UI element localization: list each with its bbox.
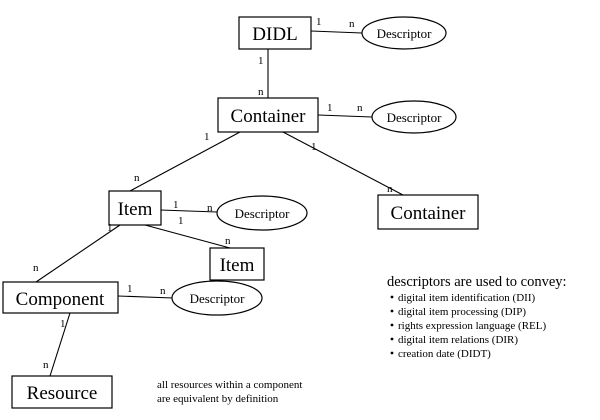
cardinality-label: n [33, 262, 39, 274]
bullet-icon [390, 351, 394, 355]
descriptor-container: Descriptor [371, 100, 457, 134]
legend-item: creation date (DIDT) [398, 348, 491, 360]
descriptor-didl: Descriptor [361, 16, 447, 50]
descriptor-label: Descriptor [235, 206, 291, 221]
cardinality-label: n [357, 102, 363, 114]
cardinality-label: n [134, 172, 140, 184]
entity-container-top: Container [217, 97, 319, 133]
entity-label: Container [231, 106, 307, 127]
entity-component: Component [2, 281, 119, 314]
descriptor-label: Descriptor [387, 110, 443, 125]
cardinality-label: 1 [107, 222, 113, 234]
legend-title: descriptors are used to convey: [387, 274, 567, 290]
entity-item-sub: Item [209, 247, 265, 281]
cardinality-label: 1 [316, 16, 322, 28]
legend: descriptors are used to convey: digital … [387, 274, 567, 360]
entity-container-right: Container [377, 194, 479, 230]
bullet-icon [390, 295, 394, 299]
entity-label: DIDL [252, 24, 297, 45]
entity-label: Item [118, 199, 153, 220]
legend-item: digital item relations (DIR) [398, 334, 518, 346]
descriptor-label: Descriptor [377, 26, 433, 41]
cardinality-label: 1 [173, 199, 179, 211]
legend-item: digital item identification (DII) [398, 292, 535, 304]
edge-container-container [282, 131, 404, 196]
edge-component-resource [49, 312, 71, 377]
edge-container-item [129, 131, 241, 192]
cardinality-label: 1 [127, 283, 133, 295]
cardinality-label: n [43, 359, 49, 371]
descriptor-component: Descriptor [171, 280, 263, 316]
cardinality-label: 1 [204, 131, 210, 143]
descriptor-label: Descriptor [190, 291, 246, 306]
cardinality-label: 1 [327, 102, 333, 114]
edge-component-descriptor [117, 295, 174, 299]
descriptor-item: Descriptor [216, 195, 308, 231]
entity-label: Resource [27, 383, 98, 404]
cardinality-label: n [258, 86, 264, 98]
footnote-line: all resources within a component [157, 379, 302, 391]
bullet-icon [390, 337, 394, 341]
entity-label: Container [391, 203, 467, 224]
entity-label: Component [16, 289, 105, 310]
edge-container-descriptor [317, 114, 373, 118]
cardinality-label: n [160, 285, 166, 297]
cardinality-label: n [225, 235, 231, 247]
bullet-icon [390, 323, 394, 327]
entity-resource: Resource [11, 375, 113, 409]
edge-didl-descriptor [310, 30, 363, 34]
edge-item-descriptor [159, 209, 218, 213]
cardinality-label: 1 [311, 141, 317, 153]
cardinality-label: 1 [178, 215, 184, 227]
cardinality-label: n [349, 18, 355, 30]
entity-label: Item [220, 255, 255, 276]
entity-didl: DIDL [238, 16, 312, 50]
cardinality-label: n [207, 202, 213, 214]
cardinality-label: 1 [60, 318, 66, 330]
legend-item: rights expression language (REL) [398, 320, 546, 332]
legend-item: digital item processing (DIP) [398, 306, 526, 318]
entity-item-top: Item [108, 190, 162, 226]
edge-item-item [144, 224, 231, 249]
footnote: all resources within a component are equ… [157, 379, 302, 405]
edge-item-component [35, 224, 121, 283]
cardinality-label: n [387, 183, 393, 195]
cardinality-label: 1 [258, 55, 264, 67]
bullet-icon [390, 309, 394, 313]
footnote-line: are equivalent by definition [157, 393, 279, 405]
